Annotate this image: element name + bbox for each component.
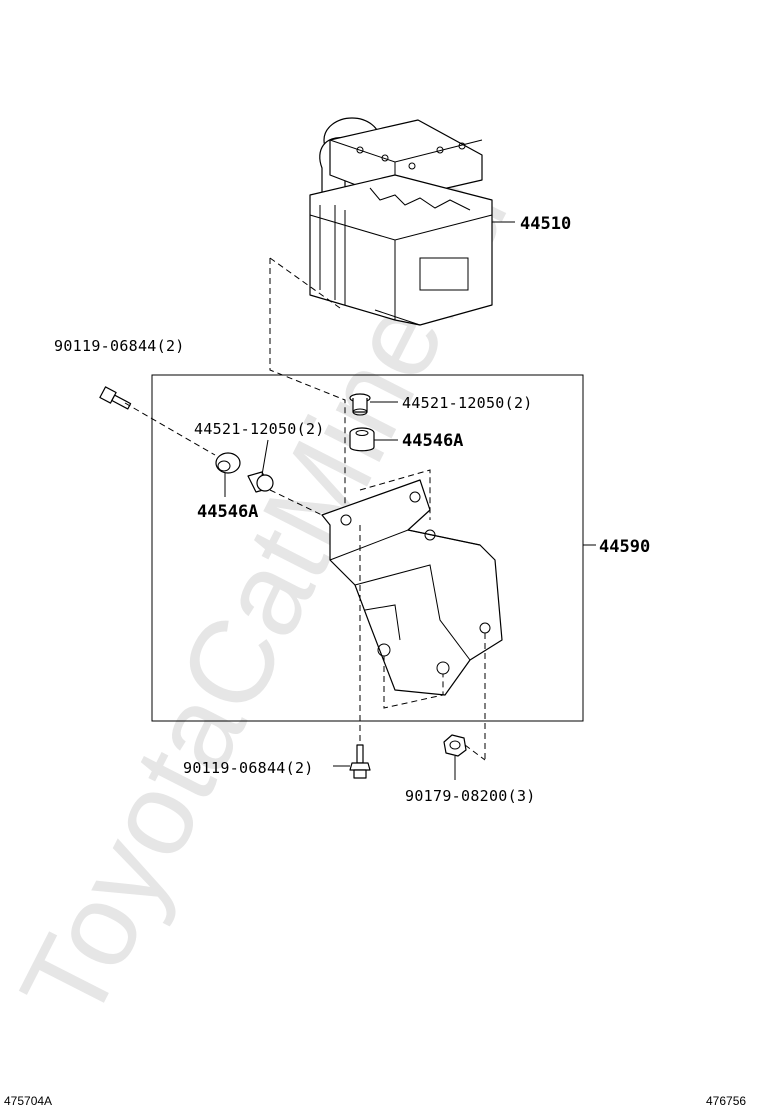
label-cushion-upper-right: 44546A [402,431,463,451]
footer-left-code: 475704A [4,1094,52,1108]
label-collar-left: 44521-12050(2) [194,420,325,438]
bracket-icon[interactable] [321,469,503,760]
collar-icon[interactable] [349,393,371,416]
label-cushion-left: 44546A [197,502,258,522]
guide-line [269,258,346,520]
leader-line [261,439,269,476]
cushion-icon[interactable] [349,427,375,452]
cushion-icon[interactable] [215,452,241,474]
label-actuator: 44510 [520,214,571,234]
footer-right-code: 476756 [706,1094,746,1108]
collar-icon[interactable] [247,471,274,493]
guide-line [464,744,486,761]
nut-icon[interactable] [443,734,467,757]
label-bolt-lower: 90119-06844(2) [183,759,314,777]
label-collar-upper-right: 44521-12050(2) [402,394,533,412]
bolt-icon[interactable] [99,386,132,412]
label-bolt-upper-left: 90119-06844(2) [54,337,185,355]
guide-line [124,402,216,456]
label-nut-lower: 90179-08200(3) [405,787,536,805]
abs-actuator-icon[interactable] [309,117,493,326]
guide-line [269,257,341,309]
bolt-icon[interactable] [349,744,371,779]
group-frame [151,374,584,722]
label-bracket: 44590 [599,537,650,557]
